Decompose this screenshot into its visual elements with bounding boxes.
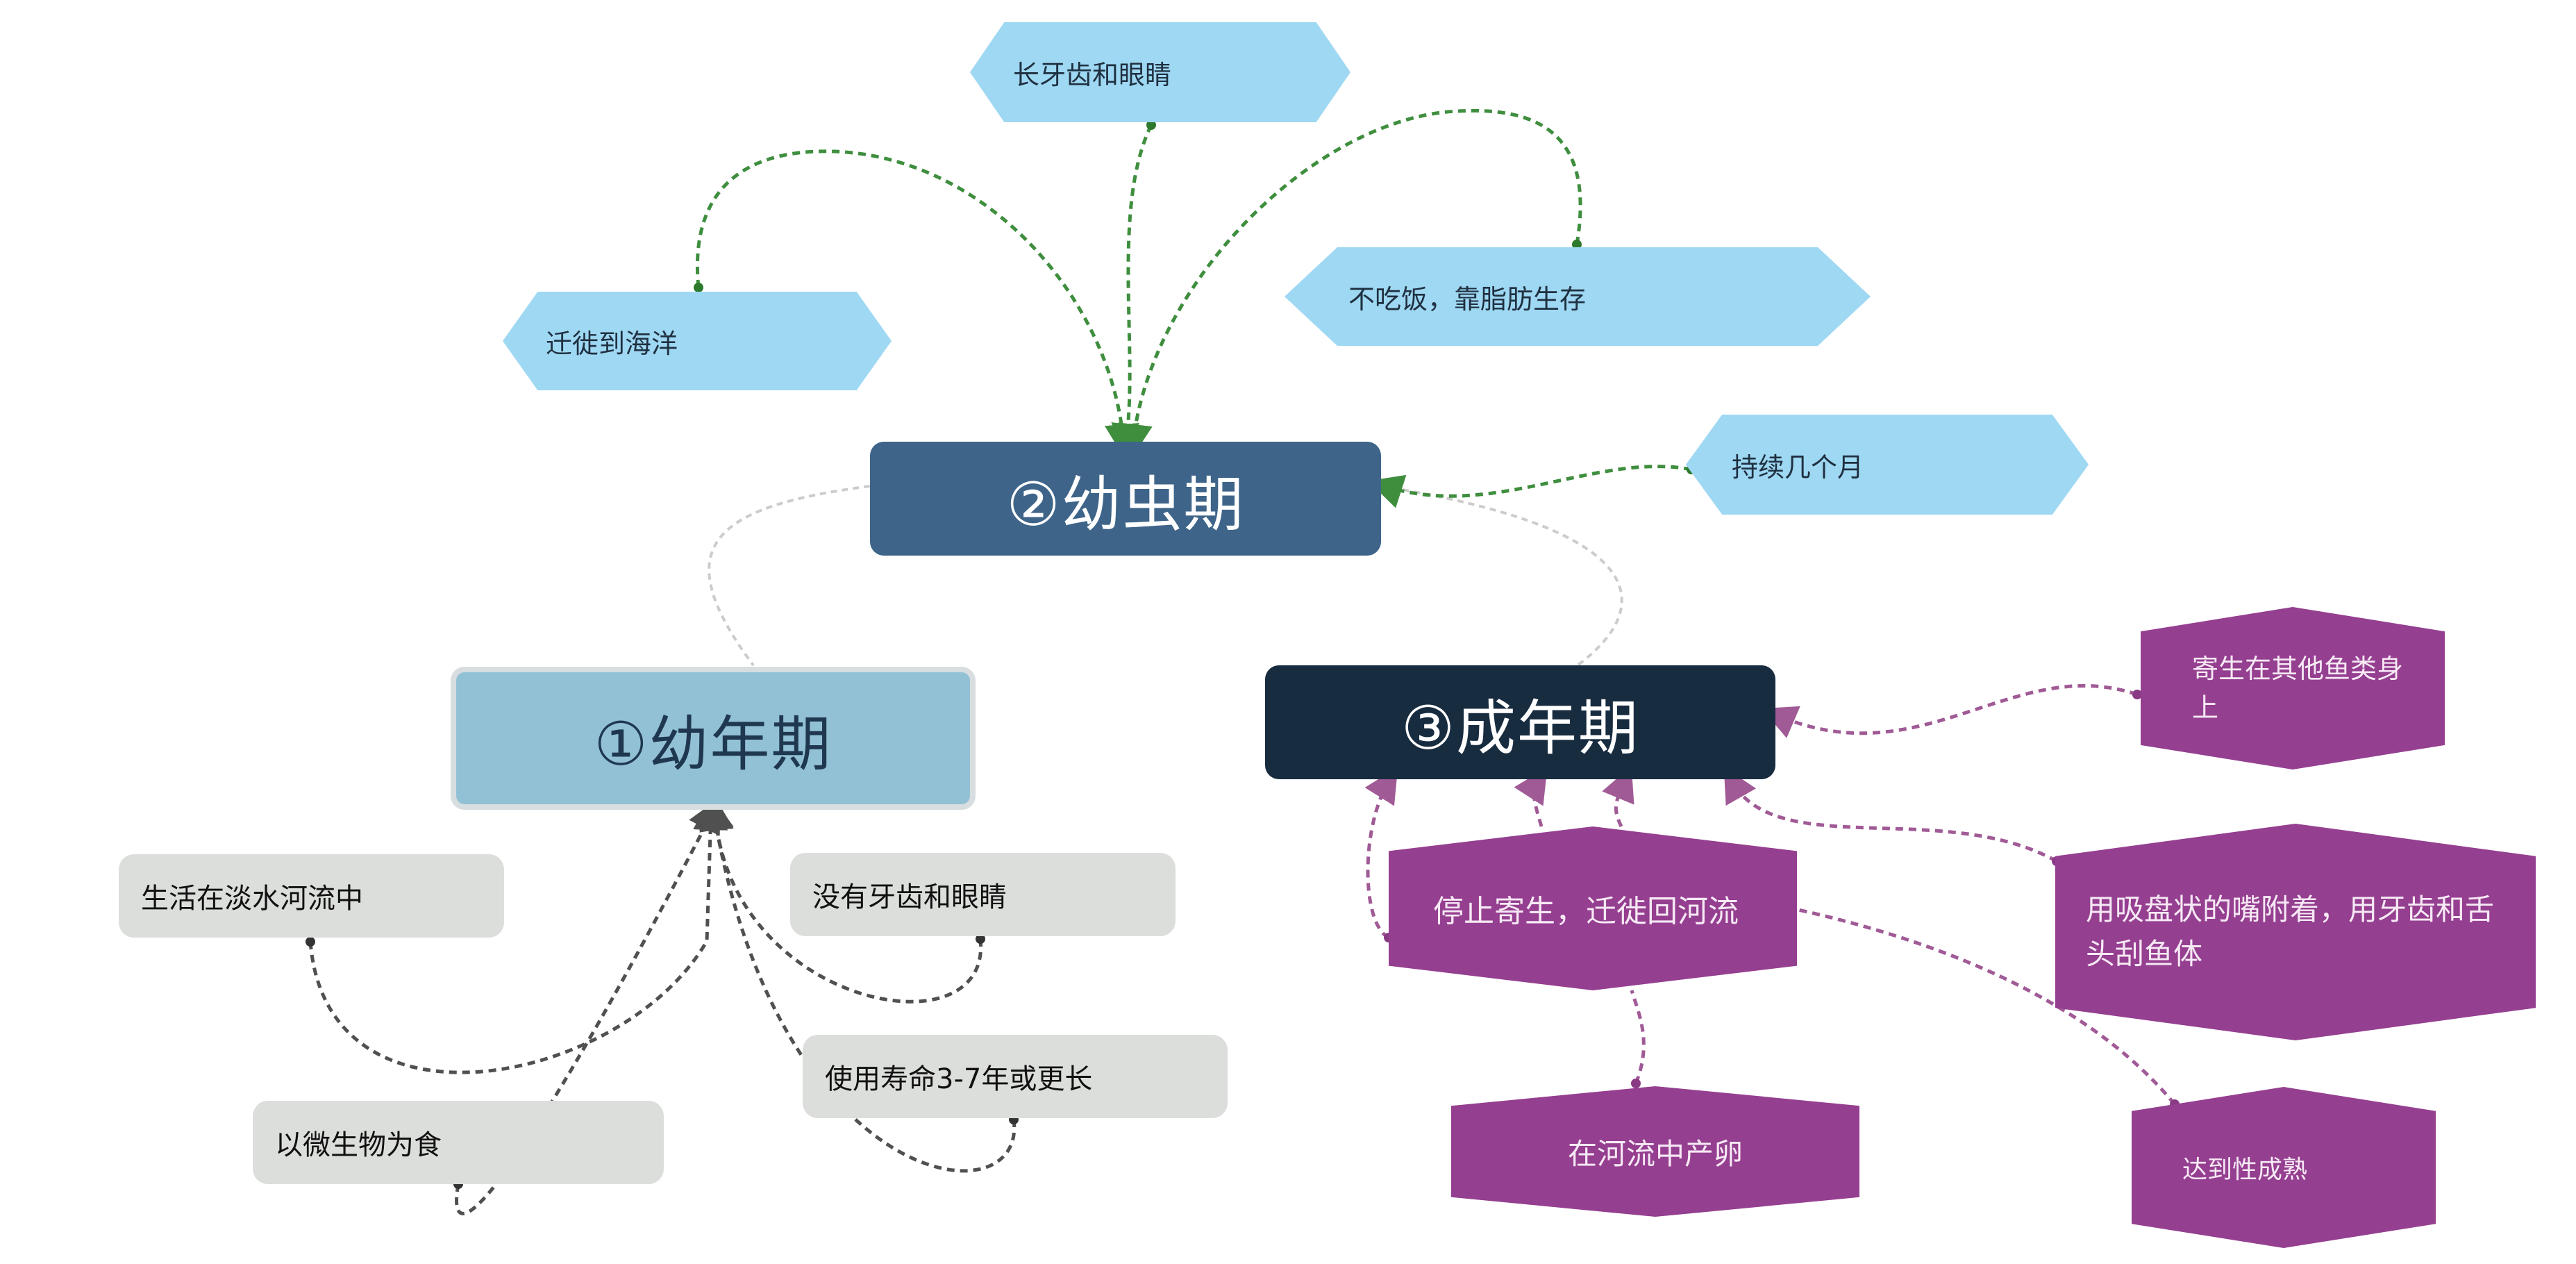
note-teeth-eyes[interactable]: 长牙齿和眼睛 (970, 22, 1350, 122)
note-no-eating-label: 不吃饭，靠脂肪生存 (1348, 283, 1587, 315)
note-no-eating[interactable]: 不吃饭，靠脂肪生存 (1285, 247, 1871, 346)
note-freshwater-label: 生活在淡水河流中 (141, 883, 363, 915)
note-parasite-label: 寄生在其他鱼类身上 (2192, 654, 2404, 723)
note-spawn[interactable]: 在河流中产卵 (1451, 1086, 1859, 1217)
note-spawn-label: 在河流中产卵 (1567, 1136, 1743, 1171)
note-migrate-ocean-label: 迁徙到海洋 (546, 328, 678, 359)
stage-juvenile-label: ①幼年期 (594, 709, 833, 779)
note-stop-parasite[interactable]: 停止寄生，迁徙回河流 (1389, 826, 1797, 990)
note-no-teeth[interactable]: 没有牙齿和眼睛 (790, 853, 1176, 936)
juvenile-link-dots (306, 934, 1019, 1189)
adult-links (1364, 683, 2176, 1106)
stage-juvenile-node[interactable]: ①幼年期 (451, 667, 976, 810)
note-parasite[interactable]: 寄生在其他鱼类身上 (2141, 607, 2445, 770)
stage-larva-node[interactable]: ②幼虫期 (870, 442, 1381, 556)
note-lifespan-label: 使用寿命3-7年或更长 (825, 1063, 1093, 1095)
note-sucker-mouth[interactable]: 用吸盘状的嘴附着，用牙齿和舌头刮鱼体 (2055, 824, 2536, 1040)
note-migrate-ocean[interactable]: 迁徙到海洋 (503, 292, 892, 390)
note-maturity[interactable]: 达到性成熟 (2132, 1087, 2436, 1248)
note-lifespan[interactable]: 使用寿命3-7年或更长 (803, 1035, 1228, 1118)
stage-larva-label: ②幼虫期 (1006, 469, 1245, 540)
note-microbes-label: 以微生物为食 (275, 1129, 442, 1161)
larva-links (696, 108, 1692, 508)
stage-adult-label: ③成年期 (1400, 693, 1640, 763)
note-microbes[interactable]: 以微生物为食 (253, 1101, 664, 1184)
link-larva-adult (1380, 485, 1623, 667)
note-months[interactable]: 持续几个月 (1686, 415, 2089, 515)
note-teeth-eyes-label: 长牙齿和眼睛 (1013, 59, 1172, 90)
note-maturity-label: 达到性成熟 (2182, 1156, 2308, 1184)
note-no-teeth-label: 没有牙齿和眼睛 (812, 881, 1007, 913)
note-stop-parasite-label: 停止寄生，迁徙回河流 (1433, 894, 1739, 929)
note-freshwater[interactable]: 生活在淡水河流中 (119, 854, 504, 938)
stage-adult-node[interactable]: ③成年期 (1265, 665, 1775, 779)
note-sucker-mouth-label: 用吸盘状的嘴附着，用牙齿和舌头刮鱼体 (2086, 892, 2495, 971)
link-larva-juvenile (708, 485, 871, 667)
note-months-label: 持续几个月 (1732, 451, 1864, 483)
